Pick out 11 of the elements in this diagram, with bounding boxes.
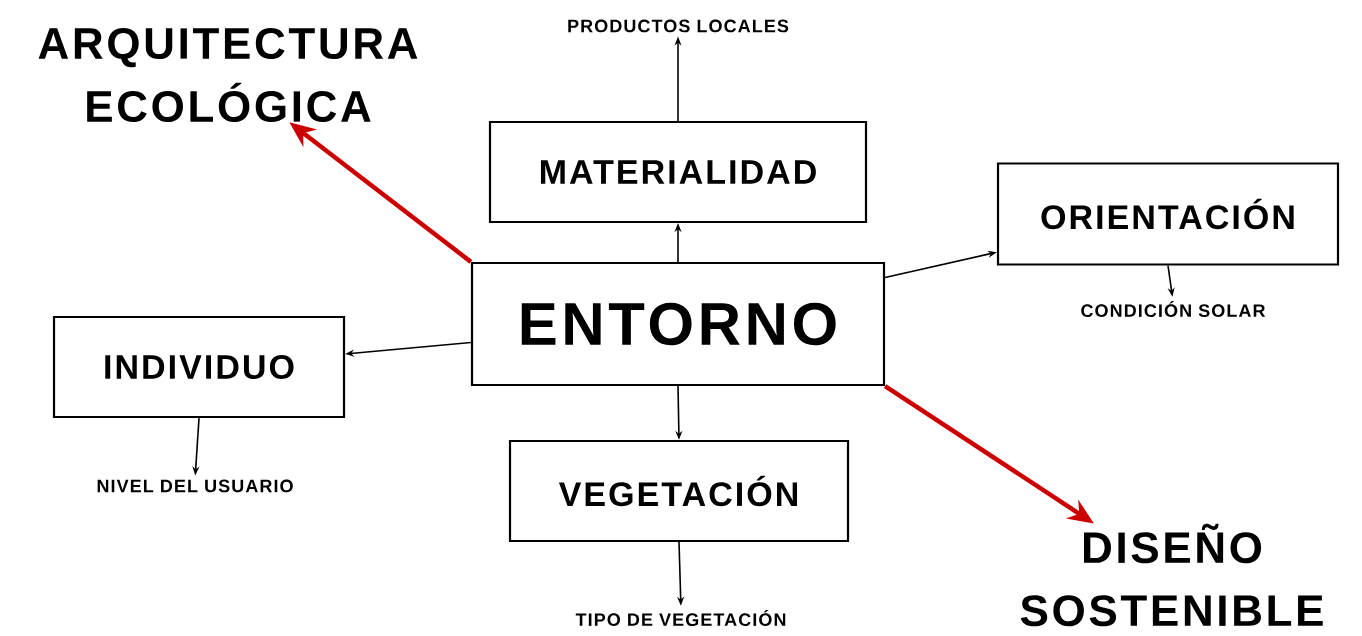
note-text: NIVEL DEL USUARIO	[97, 479, 293, 493]
concept-box: MATERIALIDAD	[488, 120, 868, 224]
concept-box: ENTORNO	[470, 261, 886, 387]
note-text: TIPO DE VEGETACIÓN	[575, 609, 786, 627]
heading-text: ARQUITECTURA ECOLÓGICA	[38, 27, 418, 123]
concept-box: ORIENTACIÓN	[996, 162, 1340, 266]
note-text: PRODUCTOS LOCALES	[568, 19, 789, 33]
concept-box: INDIVIDUO	[52, 315, 346, 419]
heading-text: DISEÑO SOSTENIBLE	[1020, 523, 1323, 627]
concept-box: VEGETACIÓN	[508, 439, 850, 543]
note-text: CONDICIÓN SOLAR	[1081, 300, 1266, 318]
